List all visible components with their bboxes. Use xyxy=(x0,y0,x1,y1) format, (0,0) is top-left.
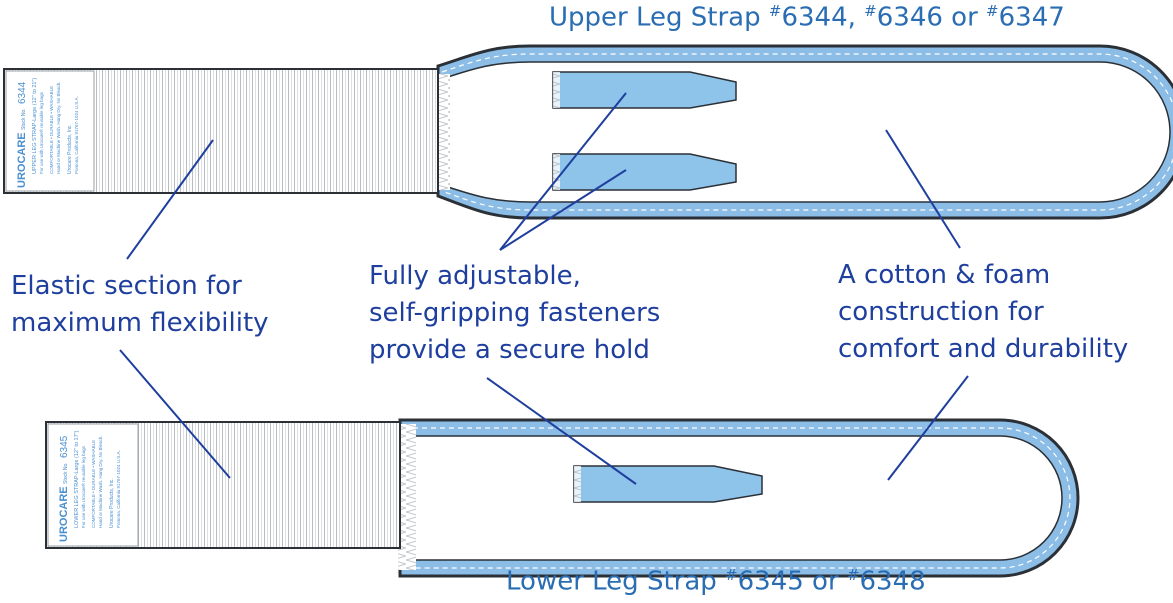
lower-title-prefix: Lower Leg Strap xyxy=(506,566,726,597)
upper-strap xyxy=(3,44,1173,220)
upper-code-1: 6344 xyxy=(781,2,848,33)
lower-code-1: 6345 xyxy=(737,566,804,597)
callout-elastic-line1: Elastic section for xyxy=(11,271,242,301)
lower-tag-stock-label: Stock No. xyxy=(63,462,69,484)
upper-fastener-tab-1 xyxy=(552,71,737,109)
upper-code-3: 6347 xyxy=(998,2,1065,33)
hash-mark: # xyxy=(768,2,782,20)
lower-tag-stock: 6345 xyxy=(59,435,70,458)
hash-mark: # xyxy=(864,2,877,20)
upper-tag-stock: 6344 xyxy=(17,81,28,104)
lower-code-2: 6348 xyxy=(859,566,926,597)
hash-mark: # xyxy=(725,566,738,584)
lower-tag-line5: Urocare Products, Inc. xyxy=(109,478,115,528)
upper-code-2: 6346 xyxy=(876,2,943,33)
upper-tag-line5: Urocare Products, Inc. xyxy=(67,124,73,174)
lower-fastener-tab xyxy=(573,465,763,503)
upper-tag-line2: For use with Urocare® reusable leg bags xyxy=(38,91,44,174)
lower-tag-line6: Pomona, California 91767-1024 U.S.A. xyxy=(116,450,121,528)
lower-tag-line1: LOWER LEG STRAP-Large (12" to 17") xyxy=(74,430,80,528)
upper-tag-stock-label: Stock No. xyxy=(21,108,27,130)
callout-material-line3: comfort and durability xyxy=(838,334,1129,364)
lower-tag-text: UROCARE Stock No. 6345 LOWER LEG STRAP-L… xyxy=(58,430,121,542)
hash-mark: # xyxy=(986,2,999,20)
upper-label-tag xyxy=(5,70,95,192)
upper-strap-seam xyxy=(436,74,450,190)
leader-fastener-1 xyxy=(499,92,627,251)
leader-material-upper xyxy=(885,129,961,249)
title-separator: or xyxy=(942,2,987,33)
callout-fasteners-line1: Fully adjustable, xyxy=(369,261,581,291)
lower-tag-line4: Hand or Machine Wash. Hang Dry. No Bleac… xyxy=(98,435,103,528)
callout-elastic: Elastic section for maximum flexibility xyxy=(11,268,269,342)
leader-material-lower xyxy=(887,375,969,481)
callout-material-line2: construction for xyxy=(838,297,1044,327)
callout-material: A cotton & foam construction for comfort… xyxy=(838,257,1128,368)
upper-tag-text: UROCARE Stock No. 6344 UPPER LEG STRAP-L… xyxy=(16,78,79,188)
leader-fastener-2 xyxy=(499,169,627,251)
title-separator: , xyxy=(847,2,865,33)
upper-tag-line4: Hand or Machine Wash. Hang Dry. No Bleac… xyxy=(56,81,61,174)
callout-elastic-line2: maximum flexibility xyxy=(11,308,269,338)
hash-mark: # xyxy=(846,566,860,584)
upper-tag-brand: UROCARE xyxy=(16,132,28,188)
upper-fastener-tab-2 xyxy=(552,153,737,191)
title-separator: or xyxy=(803,566,847,597)
callout-fasteners-line2: self-gripping fasteners xyxy=(369,298,661,328)
leader-elastic-upper xyxy=(126,139,214,260)
lower-tag-brand: UROCARE xyxy=(58,486,70,542)
lower-strap-seam xyxy=(398,424,416,570)
upper-title-prefix: Upper Leg Strap xyxy=(549,2,769,33)
upper-tag-line6: Pomona, California 91767-1024 U.S.A. xyxy=(74,96,79,174)
leader-lines xyxy=(119,92,969,485)
lower-tag-line3: COMFORTABLE • DURABLE • WASHABLE xyxy=(91,440,96,528)
callout-fasteners: Fully adjustable, self-gripping fastener… xyxy=(369,258,660,369)
leader-elastic-lower xyxy=(119,349,231,479)
upper-strap-title: Upper Leg Strap #6344, #6346 or #6347 xyxy=(549,2,1065,33)
callout-fasteners-line3: provide a secure hold xyxy=(369,335,650,365)
callout-material-line1: A cotton & foam xyxy=(838,260,1051,290)
lower-strap-title: Lower Leg Strap #6345 or #6348 xyxy=(506,566,926,597)
upper-tag-line1: UPPER LEG STRAP-Large (12" to 21") xyxy=(32,78,38,174)
lower-tag-line2: For use with Urocare® reusable leg bags xyxy=(80,445,86,528)
upper-tag-line3: COMFORTABLE • DURABLE • WASHABLE xyxy=(49,86,54,174)
lower-label-tag xyxy=(47,423,139,547)
leader-fastener-3 xyxy=(486,377,637,485)
